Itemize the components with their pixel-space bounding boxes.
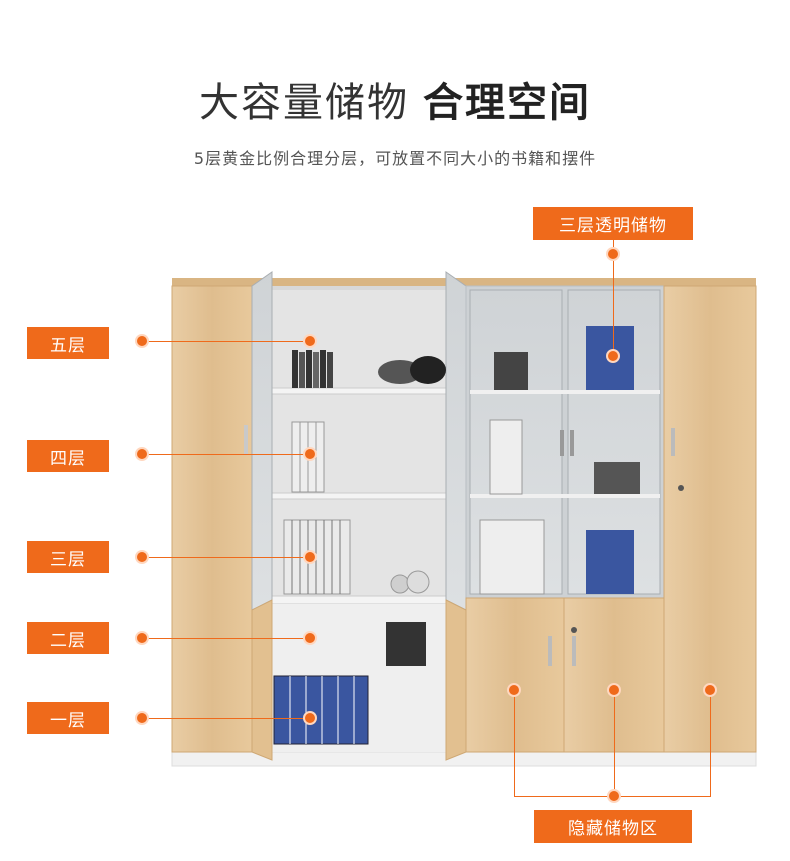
top-callout-dot-end xyxy=(606,349,620,363)
level5-dot-end xyxy=(303,334,317,348)
level1-dot-end xyxy=(303,711,317,725)
title-bold: 合理空间 xyxy=(423,80,591,126)
top-callout-dot-start xyxy=(606,247,620,261)
bottom-bracket-left xyxy=(514,690,515,796)
transparent-storage-tag: 三层透明储物 xyxy=(533,207,693,240)
level4-dot xyxy=(135,447,149,461)
level2-dot xyxy=(135,631,149,645)
hidden-area-dot-base xyxy=(607,789,621,803)
hidden-area-dot-right xyxy=(703,683,717,697)
page-title: 大容量储物合理空间 xyxy=(0,70,790,128)
top-callout-line xyxy=(613,240,614,356)
level2-tag: 二层 xyxy=(27,622,109,654)
level3-line xyxy=(142,557,310,558)
hidden-area-dot-mid xyxy=(607,683,621,697)
bottom-bracket-mid xyxy=(614,690,615,796)
level1-line xyxy=(142,718,310,719)
hidden-area-dot-left xyxy=(507,683,521,697)
left-wood-door xyxy=(171,285,253,753)
bottom-bracket-right xyxy=(710,690,711,796)
level2-dot-end xyxy=(303,631,317,645)
level1-dot xyxy=(135,711,149,725)
level2-line xyxy=(142,638,310,639)
title-light: 大容量储物 xyxy=(199,80,409,126)
level3-dot-end xyxy=(303,550,317,564)
level4-line xyxy=(142,454,310,455)
level3-dot xyxy=(135,550,149,564)
hidden-storage-tag: 隐藏储物区 xyxy=(534,810,692,843)
level4-tag: 四层 xyxy=(27,440,109,472)
level4-dot-end xyxy=(303,447,317,461)
page-subtitle: 5层黄金比例合理分层，可放置不同大小的书籍和摆件 xyxy=(193,149,597,168)
level5-tag: 五层 xyxy=(27,327,109,359)
level3-tag: 三层 xyxy=(27,541,109,573)
level1-tag: 一层 xyxy=(27,702,109,734)
level5-line xyxy=(142,341,310,342)
level5-dot xyxy=(135,334,149,348)
